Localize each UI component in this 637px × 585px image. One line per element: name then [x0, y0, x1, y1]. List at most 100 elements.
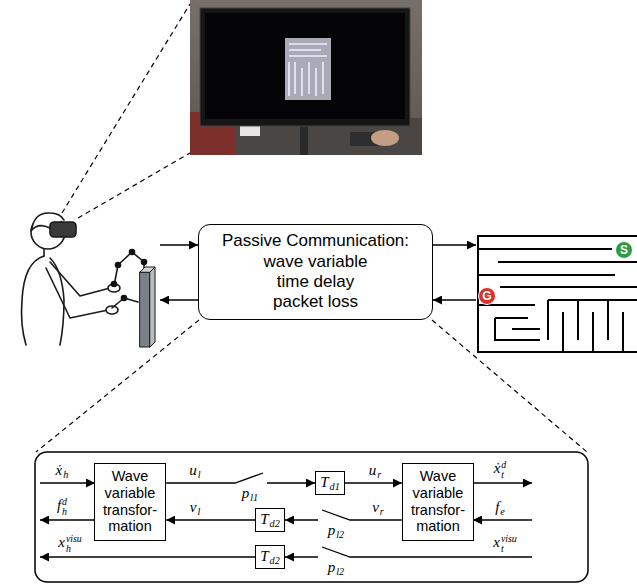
- signal-line: [345, 482, 402, 483]
- goal-marker: G: [478, 287, 496, 305]
- maze: [478, 236, 637, 352]
- math-subscript: h: [62, 507, 67, 517]
- delay-symbol: Td1: [320, 474, 340, 492]
- marker-letter: G: [482, 290, 491, 302]
- screen-maze: [285, 38, 331, 100]
- math-base: p: [328, 522, 336, 538]
- marker-letter: S: [620, 244, 628, 256]
- screen-maze-walls: [289, 44, 327, 96]
- signal-line: [40, 519, 95, 520]
- math-base: x: [58, 535, 65, 551]
- signal-line: [473, 482, 532, 483]
- tv-stand: [300, 124, 308, 155]
- signal-line: [40, 556, 255, 557]
- math-subscript: d1: [330, 481, 340, 492]
- channel-text: Passive Communication:: [222, 231, 409, 251]
- math-subscript: r: [377, 469, 381, 480]
- math-base: u: [189, 462, 197, 478]
- math-base: v: [372, 499, 379, 515]
- math-base: T: [260, 548, 268, 564]
- block-label: Wave variable transfor- mation: [406, 468, 470, 535]
- block-label: Wave variable transfor- mation: [98, 468, 162, 535]
- lab-photo: [190, 0, 422, 155]
- math-base: ẋ: [56, 462, 63, 478]
- channel-text: packet loss: [273, 292, 358, 312]
- tv-screen: [205, 13, 405, 119]
- math-subscript: h: [66, 544, 82, 554]
- arrow: [433, 299, 476, 300]
- math-scripts: tvisu: [501, 534, 517, 554]
- math-subscript: d2: [270, 518, 280, 529]
- headset-strap: [31, 226, 50, 231]
- math-subscript: d2: [270, 555, 280, 566]
- photo-wall: [190, 0, 422, 155]
- math-subscript: h: [63, 469, 68, 480]
- arm: [46, 268, 108, 318]
- math-subscript: r: [380, 506, 384, 517]
- joint: [141, 259, 148, 266]
- joint: [129, 249, 136, 256]
- switch-line: [322, 547, 532, 557]
- signal-name: fhd: [57, 497, 67, 517]
- signal-name: ẋtd: [494, 460, 507, 480]
- wave-transform-box: Wave variable transfor- mation: [402, 463, 474, 541]
- math-superscript: visu: [501, 534, 517, 544]
- zoom-line: [78, 153, 190, 218]
- haptic-device-top: [140, 267, 155, 272]
- signal-name: xhvisu: [58, 534, 82, 554]
- switch-name: pl1: [242, 485, 258, 503]
- tv-frame: [200, 8, 410, 126]
- switch-name: pl2: [328, 559, 344, 577]
- zoom-line: [62, 4, 190, 213]
- signal-name: fe: [495, 499, 505, 517]
- signal-name: xtvisu: [493, 534, 517, 554]
- math-base: p: [328, 559, 336, 575]
- delay-box: Td1: [315, 471, 345, 495]
- wave-variable-name: ur: [369, 462, 381, 480]
- math-subscript: l2: [336, 529, 344, 540]
- zoom-lines: [36, 4, 587, 452]
- signal-line: [166, 519, 255, 520]
- start-marker: S: [615, 241, 633, 259]
- delay-symbol: Td2: [260, 548, 280, 566]
- math-base: x: [493, 535, 500, 551]
- detail-frame: [35, 452, 588, 582]
- math-superscript: d: [501, 460, 506, 470]
- math-base: T: [260, 511, 268, 527]
- math-base: T: [320, 474, 328, 490]
- signal-name: ẋh: [56, 462, 69, 480]
- wave-transform-box: Wave variable transfor- mation: [94, 463, 166, 541]
- math-base: f: [495, 499, 499, 515]
- signal-line: [40, 482, 95, 483]
- math-base: v: [190, 499, 197, 515]
- operator-figure: [22, 213, 156, 347]
- math-scripts: td: [501, 460, 506, 480]
- math-superscript: d: [62, 497, 67, 507]
- wave-variable-name: ul: [189, 462, 200, 480]
- arm: [50, 262, 110, 296]
- delay-box: Td2: [255, 508, 285, 532]
- arrow: [160, 244, 198, 245]
- maze-walls: [478, 236, 637, 352]
- arrow: [433, 244, 476, 245]
- math-superscript: visu: [66, 534, 82, 544]
- signal-line: [285, 510, 402, 520]
- channel-text: wave variable: [264, 252, 368, 272]
- signal-line: [285, 556, 318, 557]
- channel-text: time delay: [277, 272, 354, 292]
- arrow: [160, 299, 198, 300]
- signal-line: [166, 473, 315, 483]
- math-scripts: hvisu: [66, 534, 82, 554]
- photo-hand: [371, 130, 399, 146]
- maze-ground: [478, 236, 637, 352]
- joint: [121, 295, 128, 302]
- haptic-device: [140, 272, 150, 347]
- math-base: f: [57, 498, 61, 514]
- math-base: u: [369, 462, 377, 478]
- math-subscript: l: [198, 469, 201, 480]
- torso: [22, 256, 65, 345]
- math-base: ẋ: [494, 461, 501, 477]
- channel-box: Passive Communication:wave variabletime …: [198, 224, 433, 320]
